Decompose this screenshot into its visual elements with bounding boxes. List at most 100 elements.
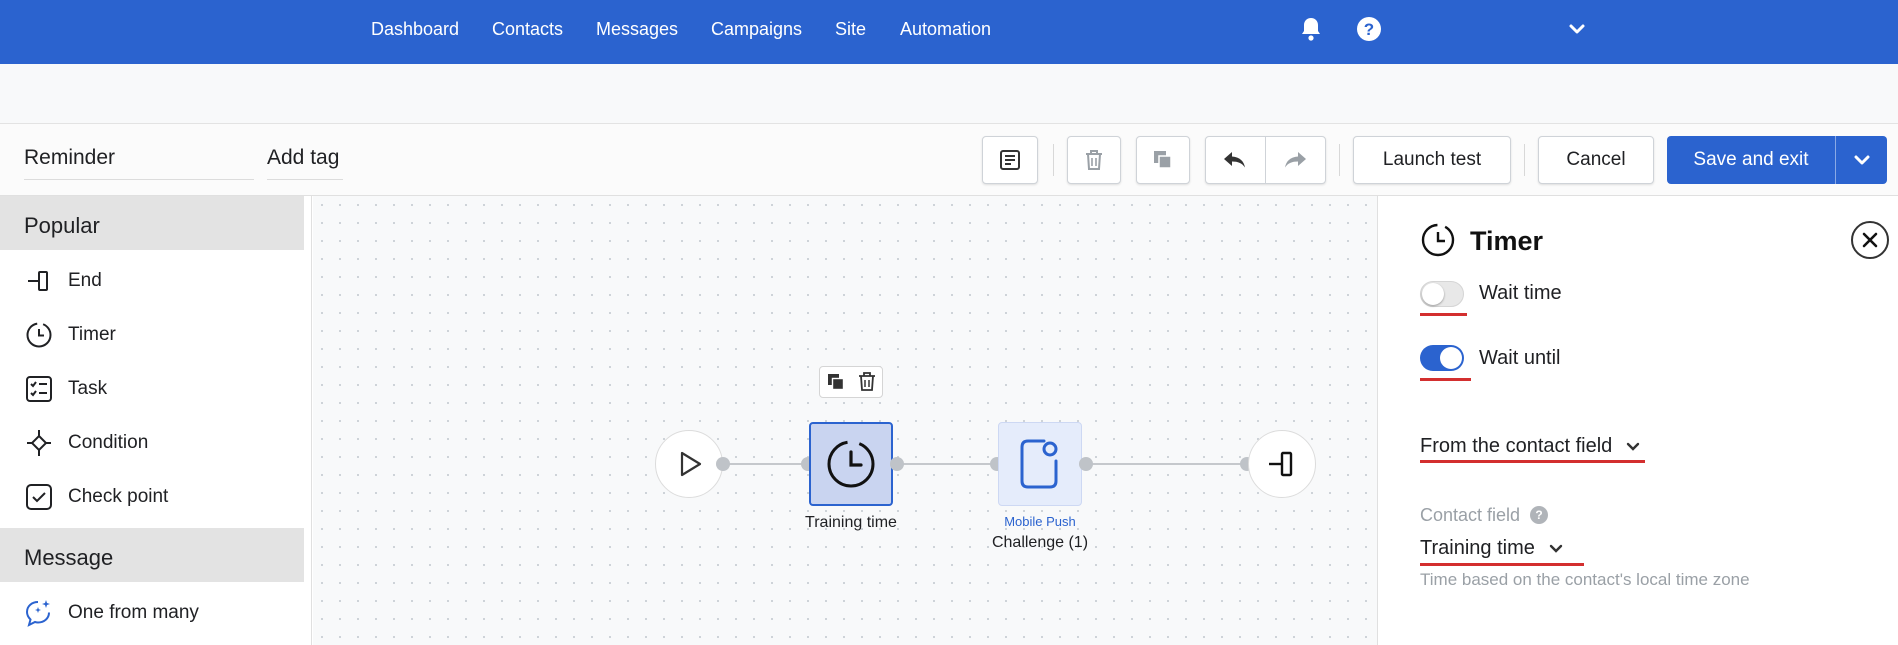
contact-field-hint: Time based on the contact's local time z… xyxy=(1420,570,1750,589)
undo-icon xyxy=(1224,152,1246,168)
chevron-down-icon xyxy=(1626,442,1640,451)
output-port[interactable] xyxy=(1079,457,1093,471)
chevron-down-icon[interactable] xyxy=(1562,14,1592,44)
add-tag-input[interactable]: Add tag xyxy=(267,146,343,180)
launch-test-button[interactable]: Launch test xyxy=(1353,136,1511,184)
end-icon xyxy=(1269,451,1293,477)
one-from-many-icon xyxy=(24,598,54,628)
sidebar-item-label: Check point xyxy=(68,486,169,507)
sidebar-item-task[interactable]: Task xyxy=(0,364,304,414)
close-panel-button[interactable] xyxy=(1851,221,1889,259)
toolbar-divider xyxy=(1339,144,1340,176)
nav-contacts[interactable]: Contacts xyxy=(492,19,564,39)
trash-icon xyxy=(858,372,875,391)
checkpoint-icon xyxy=(24,482,54,512)
timer-node[interactable] xyxy=(809,422,893,506)
top-nav-bar: Dashboard Contacts Messages Campaigns Si… xyxy=(0,0,1898,64)
sidebar-item-one-from-many[interactable]: One from many xyxy=(0,588,304,638)
contact-field-value: Training time xyxy=(1420,536,1535,559)
delete-button[interactable] xyxy=(1067,136,1121,184)
undo-button[interactable] xyxy=(1206,137,1266,183)
contact-field-label-row: Contact field ? xyxy=(1420,503,1549,527)
wait-time-toggle[interactable] xyxy=(1420,281,1464,307)
toolbar-divider xyxy=(1053,144,1054,176)
sidebar-item-timer[interactable]: Timer xyxy=(0,310,304,360)
task-icon xyxy=(24,374,54,404)
connector-line xyxy=(723,463,808,465)
play-icon xyxy=(680,451,702,477)
delete-node-button[interactable] xyxy=(857,371,877,393)
cancel-button[interactable]: Cancel xyxy=(1538,136,1654,184)
annotation-underline xyxy=(1420,563,1584,566)
sidebar-item-label: Condition xyxy=(68,432,149,453)
undo-redo-group xyxy=(1205,136,1326,184)
copy-icon xyxy=(827,374,844,391)
chevron-down-icon xyxy=(1549,544,1563,553)
editor-toolbar: Reminder Add tag Launch test Cancel Save… xyxy=(0,124,1898,196)
duplicate-button[interactable] xyxy=(1136,136,1190,184)
chevron-down-icon xyxy=(1854,155,1869,165)
save-and-exit-split-button: Save and exit xyxy=(1667,136,1887,184)
end-icon xyxy=(24,266,54,296)
panel-title: Timer xyxy=(1470,226,1544,256)
blocks-sidebar: Popular End Timer Task Condition Check p… xyxy=(0,196,312,645)
sidebar-item-check-point[interactable]: Check point xyxy=(0,472,304,522)
sidebar-item-label: Timer xyxy=(68,324,116,345)
wait-until-label: Wait until xyxy=(1479,347,1561,369)
svg-text:?: ? xyxy=(1364,20,1374,39)
timer-settings-panel: Timer Wait time Wait until From the cont… xyxy=(1377,196,1898,645)
trash-icon xyxy=(1086,150,1102,170)
workflow-name-input[interactable]: Reminder xyxy=(24,146,254,180)
wait-until-toggle[interactable] xyxy=(1420,345,1464,371)
contact-field-select[interactable]: Training time xyxy=(1420,534,1563,562)
help-icon[interactable]: ? xyxy=(1354,14,1384,44)
condition-icon xyxy=(24,428,54,458)
annotation-underline xyxy=(1420,313,1467,316)
bell-icon[interactable] xyxy=(1296,14,1326,44)
push-node-type: Mobile Push xyxy=(1004,514,1076,529)
sidebar-item-label: End xyxy=(68,270,102,291)
end-node[interactable] xyxy=(1248,430,1316,498)
toggle-knob xyxy=(1440,347,1462,369)
split-divider xyxy=(1835,136,1836,184)
copy-node-button[interactable] xyxy=(826,372,846,392)
nav-site[interactable]: Site xyxy=(835,19,867,39)
timer-node-label: Training time xyxy=(805,514,897,531)
section-popular-header: Popular xyxy=(0,196,304,250)
output-port[interactable] xyxy=(716,457,730,471)
help-icon[interactable]: ? xyxy=(1530,506,1549,524)
save-and-exit-button[interactable]: Save and exit xyxy=(1693,149,1809,170)
nav-dashboard[interactable]: Dashboard xyxy=(371,19,460,39)
sub-header-bar xyxy=(0,64,1898,124)
note-icon xyxy=(1000,150,1020,170)
node-actions-toolbar xyxy=(819,366,883,398)
toggle-knob xyxy=(1422,283,1444,305)
sidebar-item-condition[interactable]: Condition xyxy=(0,418,304,468)
source-select[interactable]: From the contact field xyxy=(1420,432,1640,460)
section-message-header: Message xyxy=(0,528,304,582)
close-icon xyxy=(1862,232,1878,248)
nav-automation[interactable]: Automation xyxy=(900,19,992,39)
nav-messages[interactable]: Messages xyxy=(596,19,679,39)
timer-icon xyxy=(827,440,875,488)
toolbar-divider xyxy=(1524,144,1525,176)
nav-campaigns[interactable]: Campaigns xyxy=(711,19,803,39)
connector-line xyxy=(897,463,996,465)
workflow-canvas[interactable]: Training time Mobile Push Challenge (1) xyxy=(313,196,1377,645)
sidebar-item-end[interactable]: End xyxy=(0,256,304,306)
wait-time-label: Wait time xyxy=(1479,282,1562,304)
output-port[interactable] xyxy=(890,457,904,471)
source-select-value: From the contact field xyxy=(1420,434,1613,457)
notes-button[interactable] xyxy=(982,136,1038,184)
contact-field-label: Contact field xyxy=(1420,504,1521,525)
push-node-label: Challenge (1) xyxy=(991,534,1089,551)
annotation-underline xyxy=(1420,378,1471,381)
connector-line xyxy=(1085,463,1247,465)
start-node[interactable] xyxy=(655,430,723,498)
sidebar-item-label: Task xyxy=(68,378,108,399)
redo-button[interactable] xyxy=(1266,137,1326,183)
save-options-dropdown[interactable] xyxy=(1836,136,1887,184)
mobile-push-node[interactable] xyxy=(998,422,1082,506)
timer-icon xyxy=(24,320,54,350)
mobile-push-icon xyxy=(1020,439,1058,489)
